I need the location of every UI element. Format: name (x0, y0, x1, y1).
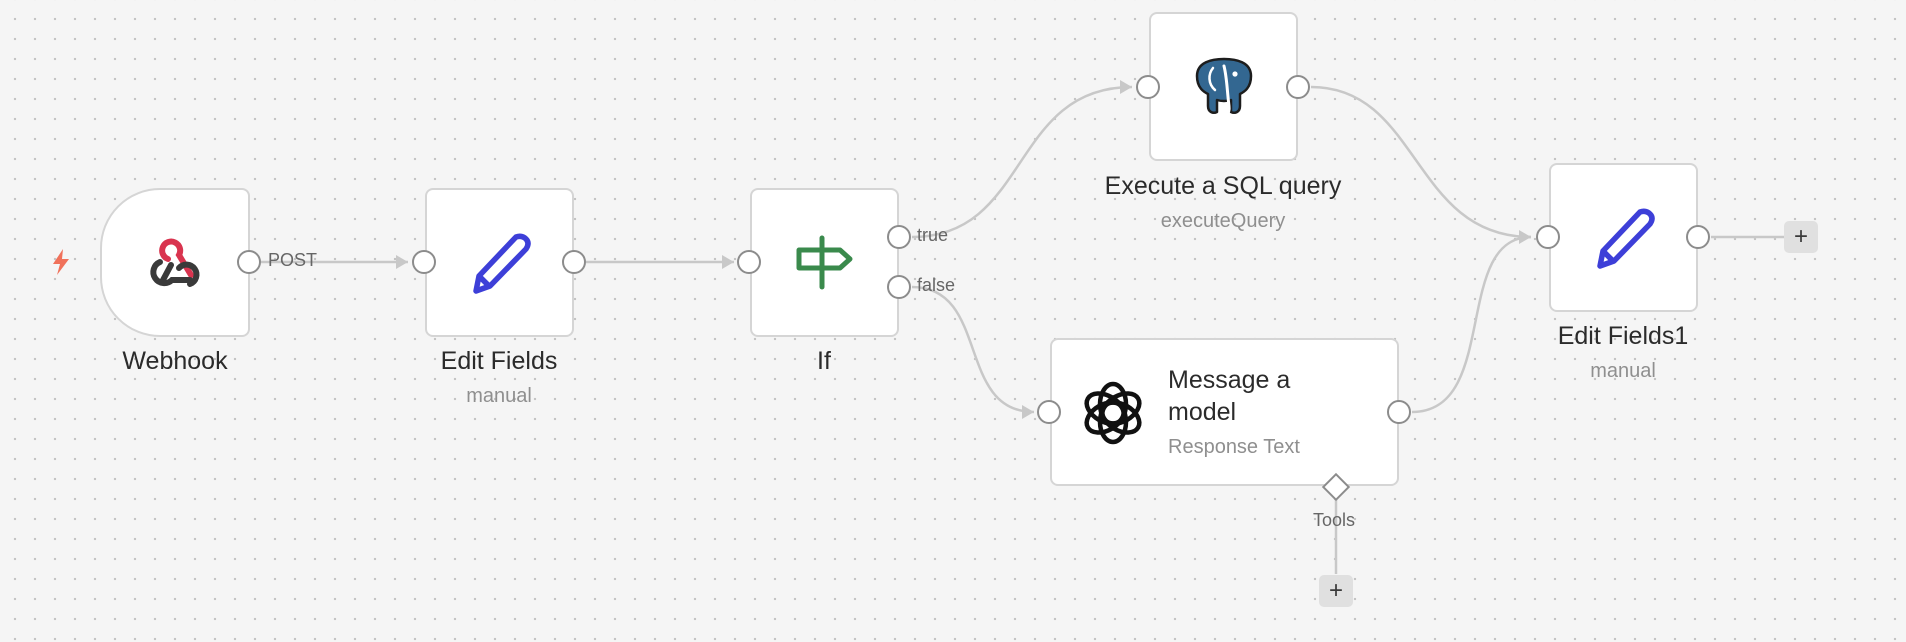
tools-connector-label: Tools (1313, 510, 1356, 530)
edit-fields-node[interactable] (425, 188, 574, 337)
postgres-elephant-icon (1195, 57, 1252, 115)
arrow-if-input (722, 255, 734, 269)
false-edge-label: false (917, 275, 956, 295)
edge-if-true-to-sql[interactable] (911, 85, 1133, 239)
edit-fields-output-port[interactable] (562, 250, 586, 274)
if-input-port[interactable] (737, 250, 761, 274)
trigger-bolt-icon (53, 249, 69, 275)
sql-node[interactable] (1149, 12, 1298, 161)
openai-icon (1084, 381, 1142, 445)
edit-fields1-input-port[interactable] (1536, 225, 1560, 249)
message-model-node-title: Message a model (1168, 366, 1291, 426)
post-edge-label: POST (268, 250, 318, 270)
webhook-node-title: Webhook (122, 347, 228, 375)
edit-fields1-output-port[interactable] (1686, 225, 1710, 249)
edit-fields-node-subtitle: manual (466, 385, 532, 407)
if-true-output-port[interactable] (887, 225, 911, 249)
true-edge-label: true (917, 225, 949, 245)
message-model-node-subtitle: Response Text (1168, 436, 1300, 458)
pencil-icon (472, 233, 531, 294)
sql-node-subtitle: executeQuery (1160, 210, 1286, 232)
sql-node-title: Execute a SQL query (1104, 172, 1342, 200)
edge-if-false-to-message-model[interactable] (911, 285, 1035, 414)
signpost-icon (796, 235, 852, 289)
edge-message-model-to-edit-fields1[interactable] (1411, 235, 1532, 414)
if-false-output-port[interactable] (887, 275, 911, 299)
if-node-title: If (817, 347, 831, 375)
edge-sql-to-edit-fields1[interactable] (1310, 85, 1532, 239)
pencil-icon (1596, 208, 1655, 269)
edit-fields1-node-title: Edit Fields1 (1557, 322, 1689, 350)
message-model-output-port[interactable] (1387, 400, 1411, 424)
message-model-text: Message a model Response Text (1168, 364, 1348, 459)
message-model-input-port[interactable] (1037, 400, 1061, 424)
webhook-output-port[interactable] (237, 250, 261, 274)
add-node-button[interactable]: + (1784, 221, 1818, 253)
webhook-node[interactable] (100, 188, 250, 337)
sql-output-port[interactable] (1286, 75, 1310, 99)
edit-fields-node-title: Edit Fields (440, 347, 558, 375)
arrow-message-model-input (1022, 405, 1034, 419)
add-tool-button[interactable]: + (1319, 575, 1353, 607)
sql-input-port[interactable] (1136, 75, 1160, 99)
edit-fields-input-port[interactable] (412, 250, 436, 274)
message-model-node[interactable]: Message a model Response Text (1050, 338, 1399, 486)
arrow-edit-fields-input (396, 255, 408, 269)
webhook-icon (150, 238, 200, 287)
arrow-sql-input (1120, 80, 1132, 94)
edit-fields1-node-subtitle: manual (1590, 360, 1656, 382)
arrow-edit-fields1-input (1519, 230, 1531, 244)
edit-fields1-node[interactable] (1549, 163, 1698, 312)
if-node[interactable] (750, 188, 899, 337)
